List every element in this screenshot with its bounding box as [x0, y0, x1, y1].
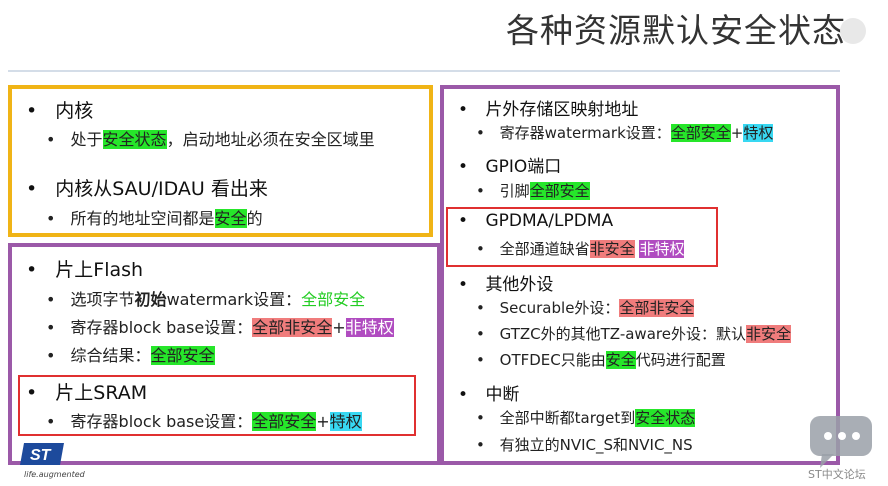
core-secure-state: 安全状态	[102, 130, 167, 149]
gpio-heading: GPIO端口	[458, 152, 561, 177]
reg-unprivileged: 非特权	[345, 318, 394, 337]
header-divider	[8, 70, 840, 72]
dma-channels: 全部通道缺省非安全 非特权	[476, 238, 685, 259]
sram-heading: 片上SRAM	[26, 378, 147, 405]
dma-frame	[446, 207, 718, 267]
nvic: 有独立的NVIC_S和NVIC_NS	[476, 434, 693, 455]
interrupt-target: 全部中断都target到安全状态	[476, 407, 696, 428]
peripheral-frame	[440, 85, 840, 465]
ext-heading: 片外存储区映射地址	[458, 95, 638, 120]
gtzc-peripherals: GTZC外的其他TZ-aware外设：默认非安全	[476, 323, 791, 344]
result-prefix: 综合结果：	[70, 346, 151, 365]
sau-heading: 内核从SAU/IDAU 看出来	[26, 174, 268, 201]
interrupt-heading: 中断	[458, 380, 519, 405]
sau-sub-prefix: 所有的地址空间都是	[70, 209, 215, 228]
sram-plus: +	[316, 412, 330, 431]
reg-nonsecure: 全部非安全	[252, 318, 333, 337]
chat-bubble-icon	[810, 416, 872, 468]
sram-frame	[18, 375, 416, 436]
ext-privileged: 特权	[743, 124, 774, 142]
forum-label: ST中文论坛	[808, 468, 866, 481]
core-frame	[8, 85, 433, 237]
int-secure-state: 安全状态	[635, 409, 696, 427]
core-sub-prefix: 处于	[70, 130, 103, 149]
result-value: 全部安全	[150, 346, 215, 365]
ext-secure: 全部安全	[670, 124, 731, 142]
core-heading-text: 内核	[55, 100, 94, 122]
memory-frame	[8, 243, 441, 465]
slide-title: 各种资源默认安全状态	[506, 11, 846, 50]
flash-heading: 片上Flash	[26, 255, 143, 282]
ext-prefix: 寄存器watermark设置：	[499, 124, 671, 142]
opt-mid: watermark设置：	[166, 290, 302, 309]
gpio-secure: 全部安全	[529, 182, 590, 200]
otfdec: OTFDEC只能由安全代码进行配置	[476, 349, 726, 370]
core-sub: 处于安全状态，启动地址必须在安全区域里	[46, 126, 375, 150]
sram-secure: 全部安全	[252, 412, 317, 431]
sau-sub: 所有的地址空间都是安全的	[46, 205, 263, 229]
otf-secure: 安全	[605, 351, 636, 369]
securable-peripherals: Securable外设：全部非安全	[476, 297, 695, 318]
dma-unprivileged: 非特权	[639, 240, 685, 258]
otf-suffix: 代码进行配置	[635, 351, 726, 369]
dma-nonsecure: 非安全	[589, 240, 635, 258]
int-prefix: 全部中断都target到	[499, 409, 636, 427]
flash-option-bytes: 选项字节初始watermark设置：全部安全	[46, 286, 366, 310]
gpio-heading-text: GPIO端口	[485, 157, 562, 177]
gpio-prefix: 引脚	[499, 182, 530, 200]
ext-heading-text: 片外存储区映射地址	[485, 100, 639, 120]
svg-text:ST: ST	[30, 447, 52, 464]
gpio-pins: 引脚全部安全	[476, 180, 590, 201]
opt-value: 全部安全	[301, 290, 366, 309]
core-sub-suffix: ，启动地址必须在安全区域里	[166, 130, 375, 149]
reg-plus: +	[332, 318, 346, 337]
logo-tagline: life.augmented	[24, 470, 85, 479]
flash-register: 寄存器block base设置：全部非安全+非特权	[46, 314, 394, 338]
ext-plus: +	[730, 124, 744, 142]
other-heading: 其他外设	[458, 270, 553, 295]
flash-result: 综合结果：全部安全	[46, 342, 215, 366]
sram-register: 寄存器block base设置：全部安全+特权	[46, 408, 362, 432]
sau-secure: 安全	[214, 209, 247, 228]
sau-heading-text: 内核从SAU/IDAU 看出来	[55, 178, 268, 200]
dma-heading: GPDMA/LPDMA	[458, 211, 613, 231]
dma-prefix: 全部通道缺省	[499, 240, 590, 258]
other-heading-text: 其他外设	[485, 275, 554, 295]
nvic-text: 有独立的NVIC_S和NVIC_NS	[499, 436, 693, 454]
flash-heading-text: 片上Flash	[55, 259, 144, 281]
core-heading: 内核	[26, 96, 93, 123]
corner-icon	[840, 18, 866, 44]
gtzc-nonsecure: 非安全	[745, 325, 791, 343]
opt-prefix: 选项字节	[70, 290, 135, 309]
sau-sub-suffix: 的	[246, 209, 263, 228]
reg-prefix: 寄存器block base设置：	[70, 318, 253, 337]
opt-bold: 初始	[134, 290, 167, 309]
sram-privileged: 特权	[329, 412, 362, 431]
sram-prefix: 寄存器block base设置：	[70, 412, 253, 431]
ext-register: 寄存器watermark设置：全部安全+特权	[476, 122, 774, 143]
st-logo-icon: ST	[20, 443, 64, 465]
sec-prefix: Securable外设：	[499, 299, 620, 317]
sec-nonsecure: 全部非安全	[619, 299, 695, 317]
gtzc-prefix: GTZC外的其他TZ-aware外设：默认	[499, 325, 746, 343]
otf-prefix: OTFDEC只能由	[499, 351, 606, 369]
interrupt-heading-text: 中断	[485, 385, 520, 405]
dma-heading-text: GPDMA/LPDMA	[485, 211, 614, 231]
sram-heading-text: 片上SRAM	[55, 382, 148, 404]
